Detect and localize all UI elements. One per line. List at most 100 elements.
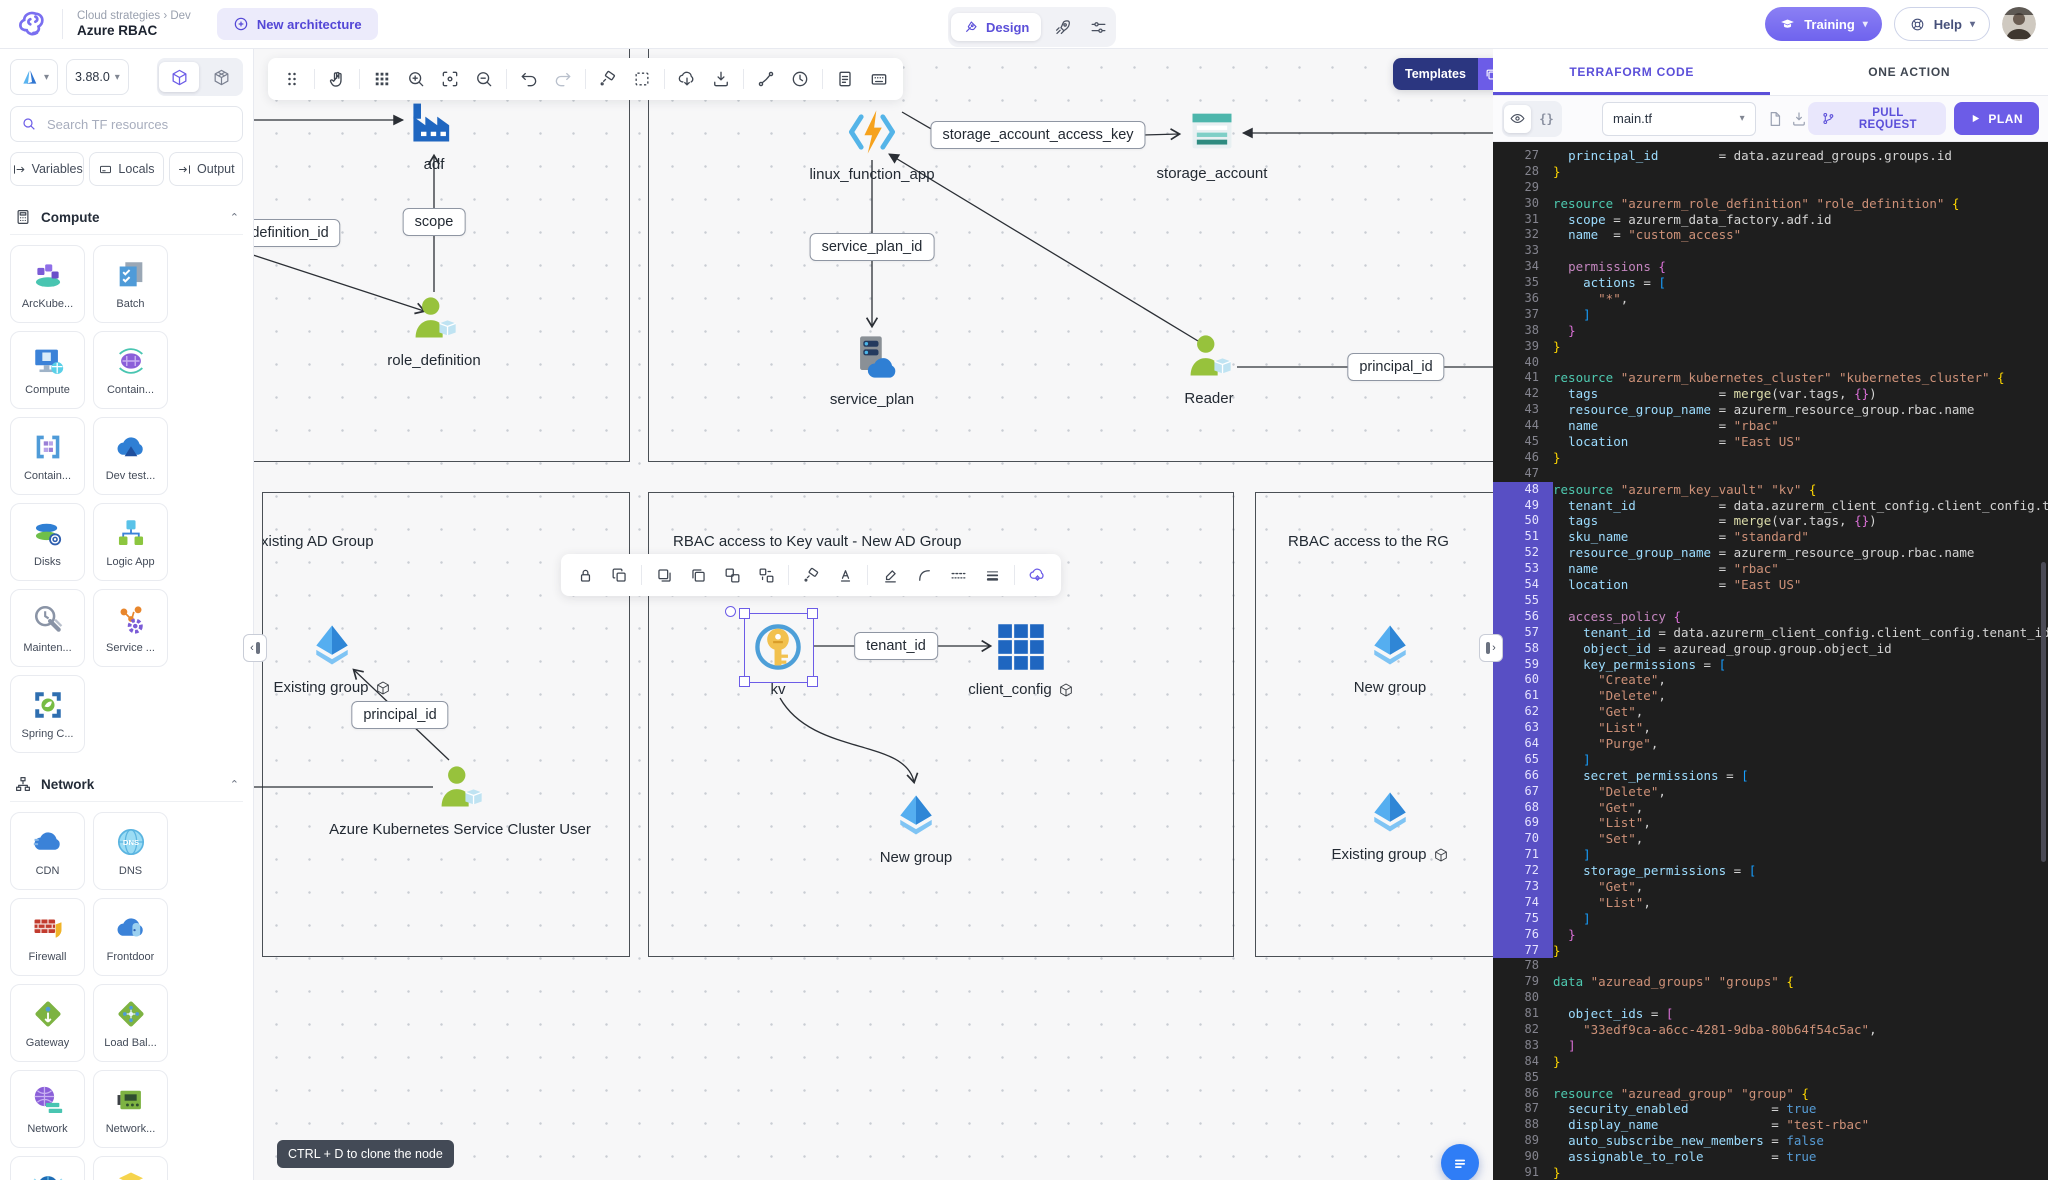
pan-hand-icon[interactable] xyxy=(321,63,353,95)
text-style-icon[interactable] xyxy=(829,559,861,591)
code-scrollbar[interactable] xyxy=(2041,562,2046,862)
canvas-node-aks_cluster_user[interactable]: Azure Kubernetes Service Cluster User xyxy=(300,759,620,838)
resource-tile-service-[interactable]: Service ... xyxy=(93,589,168,667)
canvas-node-reader[interactable]: Reader xyxy=(1049,328,1369,407)
sidebar-tab-locals[interactable]: Locals xyxy=(89,152,163,186)
connector-icon[interactable] xyxy=(750,63,782,95)
fill-color-icon[interactable] xyxy=(795,559,827,591)
edge-label-scope[interactable]: scope xyxy=(403,208,466,236)
section-header-network[interactable]: Network⌃ xyxy=(0,763,253,801)
training-button[interactable]: Training▾ xyxy=(1765,7,1882,41)
code-editor[interactable]: 27 principal_id = data.azuread_groups.gr… xyxy=(1493,142,2048,1188)
resources-toggle-icon[interactable] xyxy=(159,62,199,92)
resize-handle[interactable] xyxy=(807,676,818,687)
file-select[interactable]: main.tf▾ xyxy=(1602,102,1756,136)
new-architecture-button[interactable]: New architecture xyxy=(217,8,378,40)
resource-tile-firewall[interactable]: Firewall xyxy=(10,898,85,976)
resource-tile-batch[interactable]: Batch xyxy=(93,245,168,323)
drag-handle-icon[interactable] xyxy=(276,63,308,95)
section-header-compute[interactable]: Compute⌃ xyxy=(0,196,253,234)
provider-version-select[interactable]: 3.88.0 ▾ xyxy=(66,59,129,95)
edit-icon[interactable] xyxy=(874,559,906,591)
download-file-icon[interactable] xyxy=(1790,110,1808,128)
templates-button[interactable]: Templates xyxy=(1393,58,1493,90)
edge-label-principal-id[interactable]: principal_id xyxy=(351,701,448,729)
resource-tile-disks[interactable]: Disks xyxy=(10,503,85,581)
modules-toggle-icon[interactable] xyxy=(201,62,241,92)
pull-request-button[interactable]: PULL REQUEST xyxy=(1808,102,1947,135)
sidebar-tab-variables[interactable]: Variables xyxy=(10,152,84,186)
resize-handle[interactable] xyxy=(739,608,750,619)
bring-forward-icon[interactable] xyxy=(682,559,714,591)
brainboard-logo-icon[interactable] xyxy=(14,7,48,41)
edge-label-storage-account-access-key[interactable]: storage_account_access_key xyxy=(930,121,1145,149)
resource-tile-frontdoor[interactable]: Frontdoor xyxy=(93,898,168,976)
resource-tile-mainten-[interactable]: Mainten... xyxy=(10,589,85,667)
edge-label-tenant-id[interactable]: tenant_id xyxy=(854,632,938,660)
copy-file-icon[interactable] xyxy=(1766,110,1784,128)
cloud-download-icon[interactable] xyxy=(671,63,703,95)
shortcuts-icon[interactable] xyxy=(863,63,895,95)
dashed-line-icon[interactable] xyxy=(942,559,974,591)
resource-tile-gateway[interactable]: Gateway xyxy=(10,984,85,1062)
breadcrumb[interactable]: Cloud strategies › Dev xyxy=(77,9,191,23)
canvas-node-adf[interactable]: adf xyxy=(274,94,594,173)
line-weight-icon[interactable] xyxy=(976,559,1008,591)
group-title[interactable]: RBAC access to the RG xyxy=(1288,533,1449,550)
duplicate-icon[interactable] xyxy=(603,559,635,591)
notes-icon[interactable] xyxy=(829,63,861,95)
edge-label-service-plan-id[interactable]: service_plan_id xyxy=(810,233,935,261)
resource-tile-load-bal-[interactable]: Load Bal... xyxy=(93,984,168,1062)
cloud-settings-icon[interactable] xyxy=(1021,559,1053,591)
resize-handle[interactable] xyxy=(739,676,750,687)
resource-tile-spring-c-[interactable]: Spring C... xyxy=(10,675,85,753)
sidebar-tab-output[interactable]: Output xyxy=(169,152,243,186)
resource-tile-protection[interactable]: Protection xyxy=(93,1156,168,1180)
design-mode-button[interactable]: Design xyxy=(951,13,1041,41)
lock-icon[interactable] xyxy=(569,559,601,591)
ungroup-icon[interactable] xyxy=(750,559,782,591)
download-icon[interactable] xyxy=(705,63,737,95)
resource-tile-contain-[interactable]: Contain... xyxy=(93,331,168,409)
grid-icon[interactable] xyxy=(366,63,398,95)
fit-view-icon[interactable] xyxy=(434,63,466,95)
redo-icon[interactable] xyxy=(547,63,579,95)
preview-eye-icon[interactable] xyxy=(1504,105,1531,133)
search-input[interactable] xyxy=(45,116,229,133)
resource-tile-network[interactable]: Network xyxy=(10,1070,85,1148)
help-button[interactable]: Help▾ xyxy=(1894,7,1990,41)
raw-braces-icon[interactable]: {} xyxy=(1533,105,1560,133)
canvas-node-new_group_kv[interactable]: New group xyxy=(756,787,1076,866)
resource-tile-cdn[interactable]: CDN xyxy=(10,812,85,890)
chat-button[interactable] xyxy=(1441,1144,1479,1180)
tab-one-action[interactable]: ONE ACTION xyxy=(1771,48,2048,95)
canvas-node-existing_group_rg[interactable]: Existing group xyxy=(1230,784,1493,863)
zoom-in-icon[interactable] xyxy=(400,63,432,95)
sidebar-collapse-handle[interactable]: ‹ xyxy=(243,634,267,662)
clear-canvas-icon[interactable] xyxy=(592,63,624,95)
group-title[interactable]: Existing AD Group xyxy=(262,533,374,550)
canvas-node-new_group_rg[interactable]: New group xyxy=(1230,617,1493,696)
tab-terraform-code[interactable]: TERRAFORM CODE xyxy=(1493,48,1771,95)
resource-tile-logic-app[interactable]: Logic App xyxy=(93,503,168,581)
deploy-rocket-icon[interactable] xyxy=(1047,13,1077,41)
plan-button[interactable]: PLAN xyxy=(1954,102,2039,135)
resource-tile-arckube-[interactable]: ArcKube... xyxy=(10,245,85,323)
provider-select[interactable]: ▾ xyxy=(10,59,58,95)
zoom-out-icon[interactable] xyxy=(468,63,500,95)
history-icon[interactable] xyxy=(784,63,816,95)
edge-label-principal-id[interactable]: principal_id xyxy=(1347,353,1444,381)
canvas-node-service_plan[interactable]: service_plan xyxy=(712,329,1032,408)
marquee-select-icon[interactable] xyxy=(626,63,658,95)
canvas-node-role_definition[interactable]: role_definition xyxy=(274,290,594,369)
settings-sliders-icon[interactable] xyxy=(1083,13,1113,41)
user-avatar[interactable] xyxy=(2002,7,2036,41)
canvas-node-existing_group_ad[interactable]: Existing group xyxy=(253,617,492,696)
rotate-handle[interactable] xyxy=(725,606,736,617)
resource-tile-contain-[interactable]: Contain... xyxy=(10,417,85,495)
resource-tile-private-[interactable]: Private ... xyxy=(10,1156,85,1180)
group-icon[interactable] xyxy=(716,559,748,591)
undo-icon[interactable] xyxy=(513,63,545,95)
